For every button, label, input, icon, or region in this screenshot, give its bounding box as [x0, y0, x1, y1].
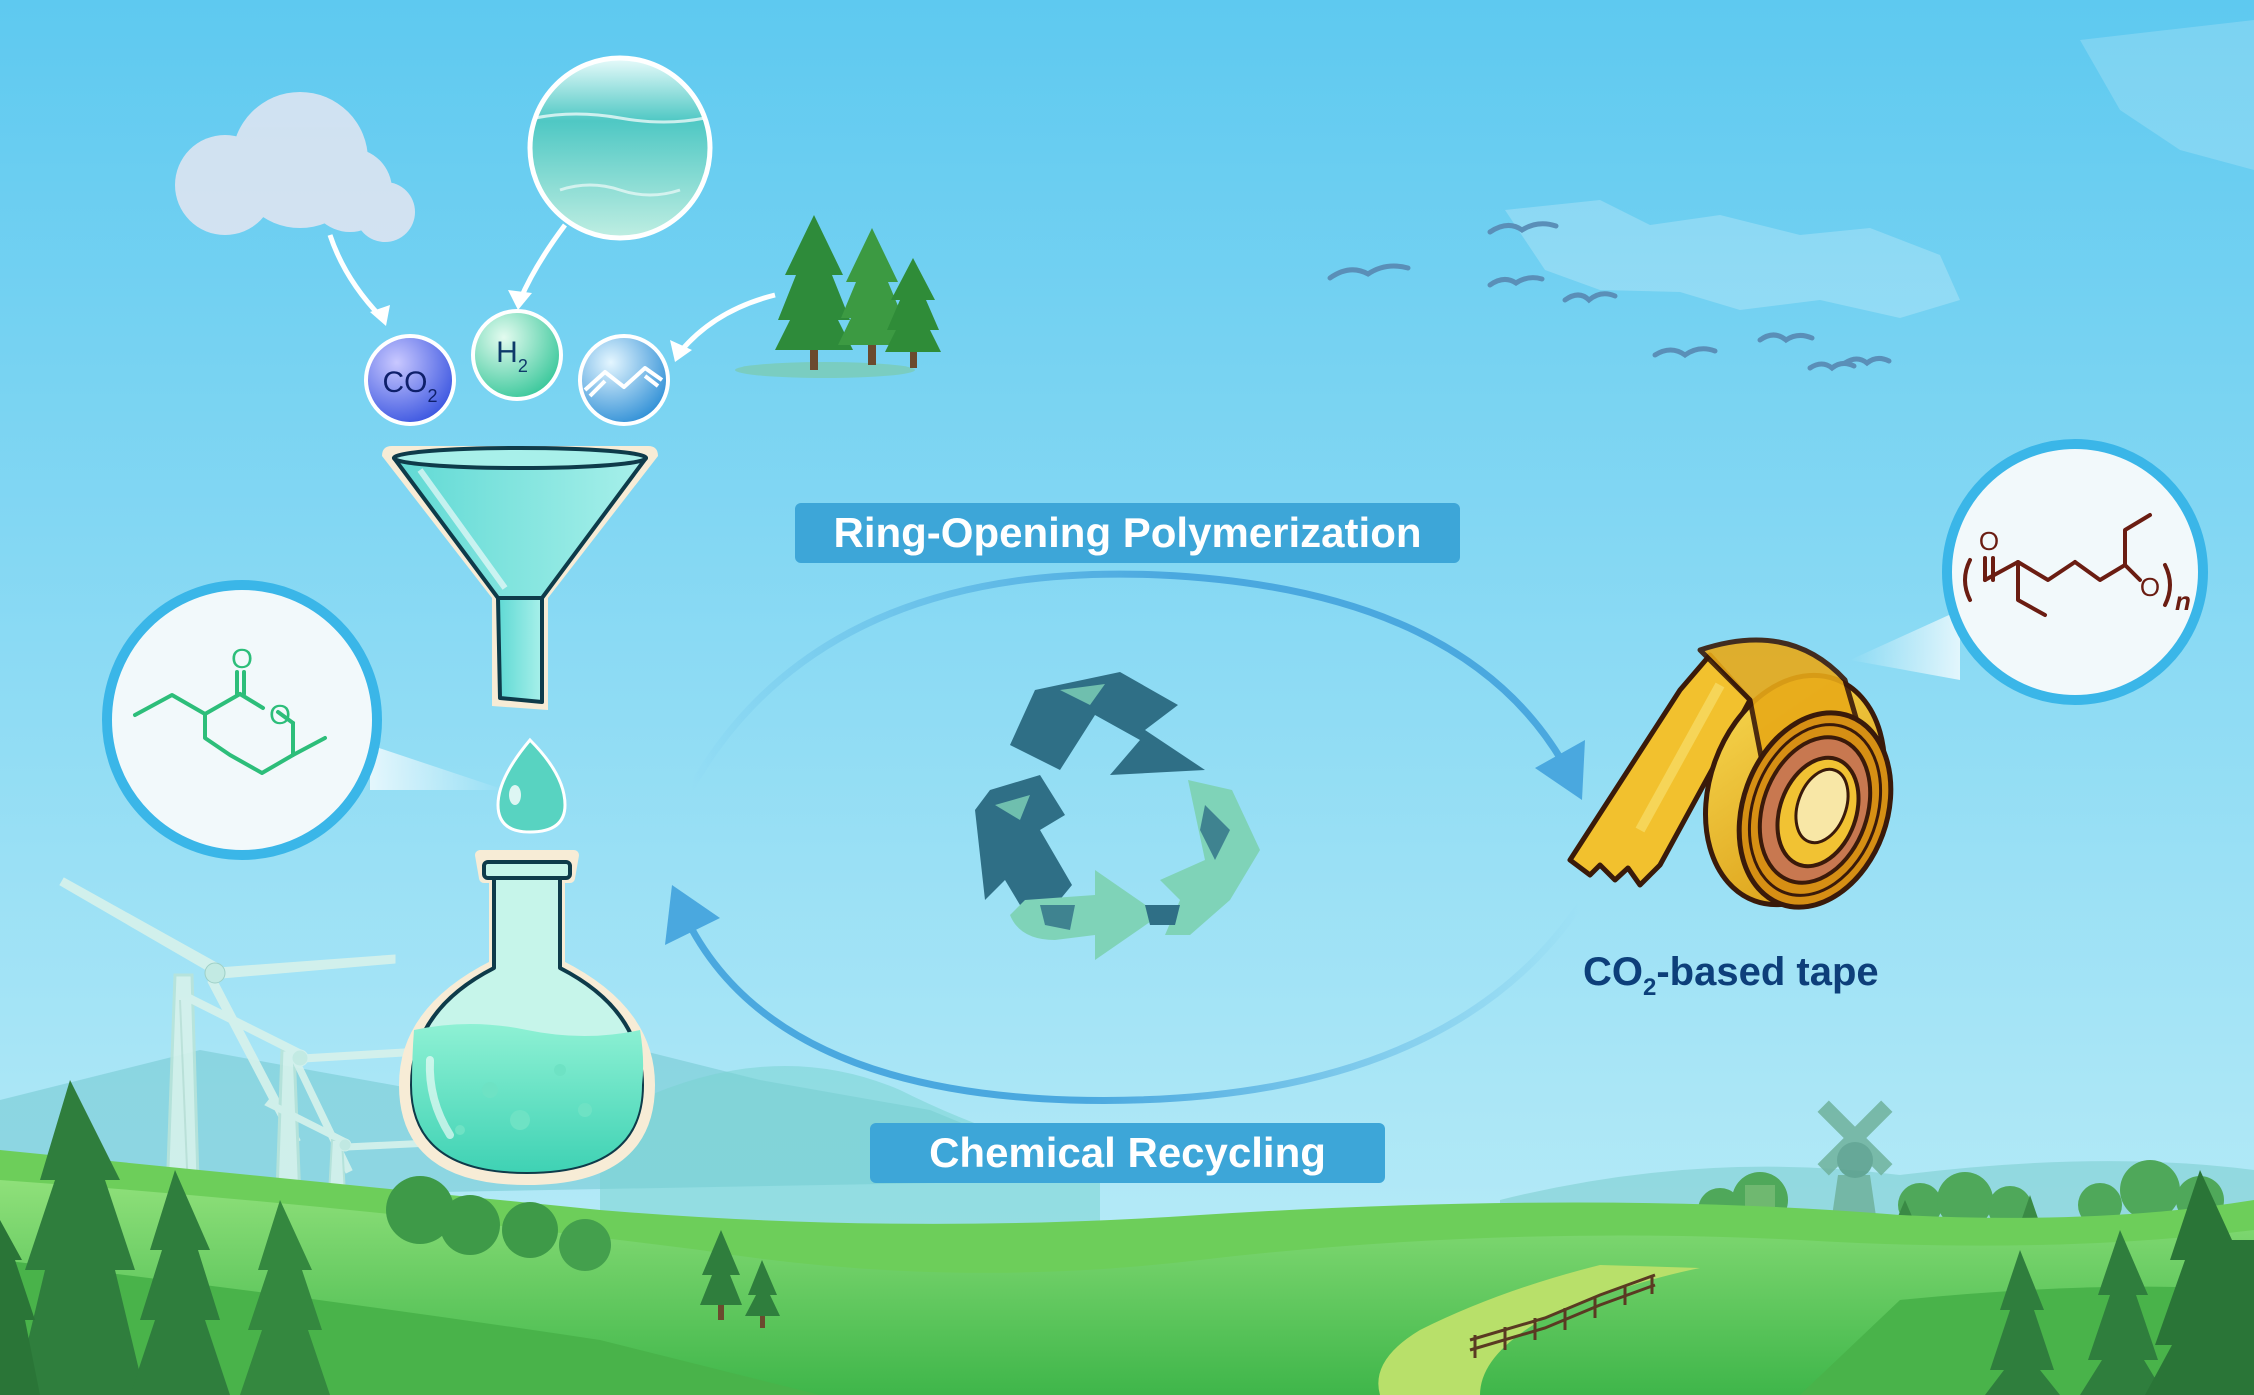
- recycling-label: Chemical Recycling: [870, 1123, 1385, 1183]
- lactone-ring-oxygen: O: [269, 699, 291, 730]
- bird-icon: [1487, 275, 1545, 288]
- h2-label: H: [496, 336, 518, 369]
- bird-icon-group: [1327, 221, 1892, 372]
- tape-caption-co: CO: [1583, 950, 1643, 994]
- polymerization-label: Ring-Opening Polymerization: [795, 503, 1460, 563]
- flask-icon: [399, 850, 655, 1185]
- beam-tree-to-diene: [678, 292, 776, 354]
- tape-caption-subscript: 2: [1643, 974, 1657, 1001]
- lactone-structure-inset: O O: [102, 580, 382, 860]
- water-icon: [527, 55, 713, 241]
- tape-caption: CO2-based tape: [1583, 950, 1913, 1002]
- fence-icon: [1469, 1273, 1656, 1358]
- polymer-structure-inset: O O n: [1942, 439, 2208, 705]
- tree-icon-group-left: [0, 1080, 611, 1395]
- tape-roll-icon: [1567, 637, 1894, 910]
- bird-icon: [1562, 291, 1618, 304]
- mountains: [600, 1066, 1100, 1250]
- bird-icon: [1327, 263, 1411, 281]
- bird-icon: [1487, 221, 1559, 235]
- h2-molecule-ball: H2: [471, 309, 563, 401]
- tree-icon-group-right-front: [1985, 1170, 2254, 1395]
- butadiene-molecule-ball: [578, 334, 670, 426]
- co2-molecule-ball: CO2: [364, 334, 456, 426]
- polymer-repeat-n: n: [2175, 586, 2191, 616]
- faint-map-shape: [2080, 20, 2254, 170]
- beam-tree-to-diene-arrow: [670, 340, 692, 362]
- recycling-arrowhead: [665, 885, 720, 945]
- wind-turbine-icon: [59, 877, 431, 1252]
- bird-icon: [1757, 332, 1815, 344]
- tree-icon-small: [700, 1230, 780, 1328]
- bird-icon: [1652, 346, 1718, 359]
- svg-text:H2: H2: [496, 336, 528, 376]
- cloud-icon: [175, 92, 415, 242]
- svg-text:CO2: CO2: [382, 366, 437, 406]
- ground-path: [1378, 1265, 1700, 1395]
- polymer-ester-oxygen: O: [2140, 572, 2160, 602]
- recycling-arc: [676, 903, 1583, 1104]
- beam-water-to-h2-arrow: [508, 290, 532, 310]
- lactone-inset-beam: [370, 745, 505, 790]
- bird-icon: [1842, 355, 1892, 367]
- co2-label: CO: [382, 366, 427, 399]
- h2-subscript: 2: [518, 356, 528, 376]
- faint-map-shape: [1505, 200, 1960, 318]
- funnel-icon: [382, 446, 658, 710]
- polymerization-arrowhead: [1535, 740, 1585, 800]
- droplet-icon: [496, 737, 567, 834]
- co2-subscript: 2: [427, 386, 437, 406]
- recycle-icon: [975, 672, 1260, 960]
- polymerization-arc: [686, 570, 1579, 792]
- polymer-inset-beam: [1850, 610, 1960, 680]
- lactone-carbonyl-oxygen: O: [231, 643, 253, 674]
- tree-icon: [735, 215, 941, 378]
- tape-caption-rest: -based tape: [1656, 950, 1879, 994]
- polymer-carbonyl-oxygen: O: [1979, 526, 1999, 556]
- beam-cloud-to-co2-arrow: [370, 305, 390, 326]
